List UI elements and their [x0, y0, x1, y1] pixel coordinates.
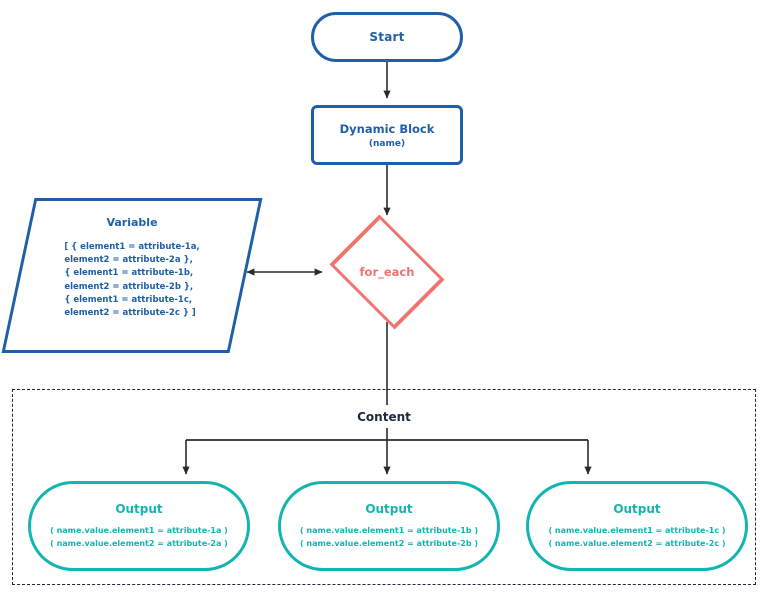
text-line: ( name.value.element2 = attribute-2b ) [299, 539, 479, 548]
content-label: Content [357, 410, 411, 424]
text-line: ( name.value.element1 = attribute-1c ) [548, 525, 726, 535]
text-line: { element1 = attribute-1b, [64, 268, 194, 279]
text-line: element2 = attribute-2a }, [64, 255, 193, 266]
text-line: { element1 = attribute-1c, [64, 294, 193, 305]
node-dynamic-block-subtitle: (name) [368, 138, 406, 149]
node-for-each[interactable]: for_each [322, 214, 452, 330]
node-start[interactable]: Start [311, 12, 463, 62]
node-variable-body: [ { element1 = attribute-1a, element2 = a… [64, 241, 199, 320]
node-start-label: Start [369, 30, 405, 44]
node-variable-label: Variable [106, 216, 158, 229]
node-output-2[interactable]: Output ( name.value.element1 = attribute… [526, 481, 748, 571]
node-output-1-label: Output [365, 501, 413, 516]
node-variable[interactable]: Variable [ { element1 = attribute-1a, ele… [1, 198, 263, 353]
text-line: ( name.value.element1 = attribute-1b ) [299, 525, 479, 535]
text-line: element2 = attribute-2c } ] [64, 307, 196, 318]
node-output-2-body: ( name.value.element1 = attribute-1c ) ( … [548, 524, 725, 550]
node-dynamic-block[interactable]: Dynamic Block (name) [311, 105, 463, 165]
text-line: ( name.value.element2 = attribute-2c ) [548, 539, 726, 548]
content-container [12, 389, 756, 585]
node-for-each-label: for_each [359, 265, 415, 279]
node-output-0-label: Output [115, 501, 163, 516]
text-line: [ { element1 = attribute-1a, [64, 242, 200, 252]
text-line: element2 = attribute-2b }, [64, 281, 194, 292]
node-output-1-body: ( name.value.element1 = attribute-1b ) ( … [300, 524, 478, 550]
node-output-2-label: Output [613, 501, 661, 516]
node-output-0-body: ( name.value.element1 = attribute-1a ) ( … [50, 524, 228, 550]
node-output-0[interactable]: Output ( name.value.element1 = attribute… [28, 481, 250, 571]
node-dynamic-block-label: Dynamic Block [339, 121, 435, 136]
node-output-1[interactable]: Output ( name.value.element1 = attribute… [278, 481, 500, 571]
text-line: ( name.value.element1 = attribute-1a ) [50, 525, 228, 535]
text-line: ( name.value.element2 = attribute-2a ) [50, 539, 228, 548]
